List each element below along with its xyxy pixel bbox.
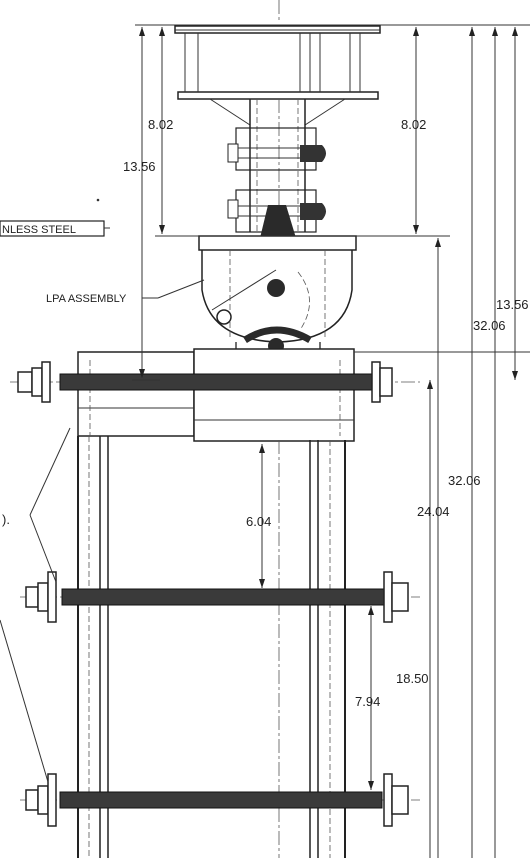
tower-legs	[77, 436, 346, 858]
upper-platform	[174, 25, 381, 126]
dim-8-02-right: 8.02	[401, 117, 426, 132]
lpa-assembly	[198, 235, 357, 354]
clamp-brackets	[227, 127, 326, 238]
cross-bolt-middle	[20, 571, 420, 623]
callout-paren: ).	[2, 512, 10, 527]
cross-bolt-bottom	[20, 773, 420, 827]
left-leaders	[0, 427, 71, 783]
dim-32-06-outer: 32.06	[473, 318, 506, 333]
dim-13-56-left: 13.56	[123, 159, 156, 174]
material-callout	[0, 198, 110, 237]
dim-6-04: 6.04	[246, 514, 271, 529]
lpa-leader	[157, 279, 205, 299]
dim-32-06-inner: 32.06	[448, 473, 481, 488]
dim-8-02-left: 8.02	[148, 117, 173, 132]
cross-bolt-top	[10, 361, 420, 403]
lpa-assembly-label: LPA ASSEMBLY	[46, 293, 127, 305]
dim-24-04: 24.04	[417, 504, 450, 519]
dimension-lines	[132, 24, 530, 858]
tower-head	[77, 348, 355, 442]
dim-13-56-right: 13.56	[496, 297, 529, 312]
dim-18-50: 18.50	[396, 671, 429, 686]
material-label: NLESS STEEL	[2, 224, 76, 236]
dim-7-94: 7.94	[355, 694, 380, 709]
